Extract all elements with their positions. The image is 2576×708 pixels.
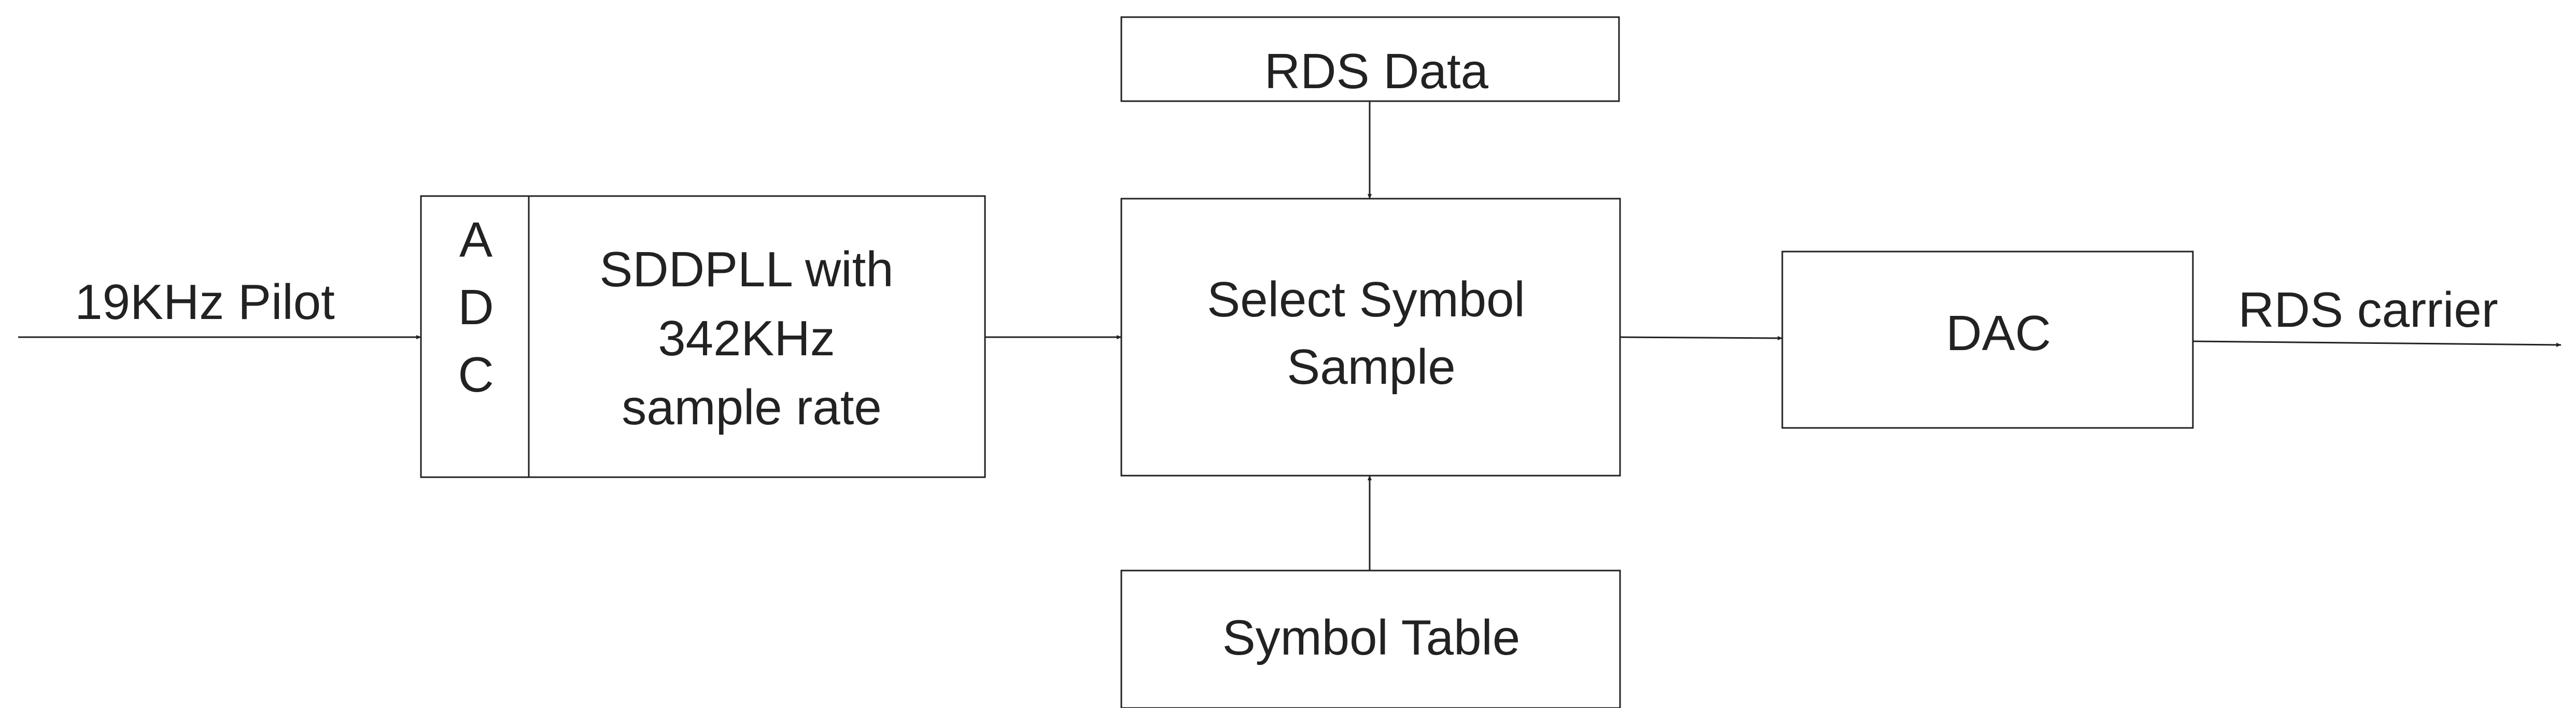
- adc-letter-a: A: [459, 212, 492, 268]
- sddpll-line-3: sample rate: [622, 380, 882, 435]
- adc-letter-d: D: [458, 280, 494, 335]
- output-label: RDS carrier: [2238, 282, 2498, 338]
- sddpll-line-2: 342KHz: [658, 311, 835, 366]
- adc-letter-c: C: [458, 347, 494, 402]
- select-symbol-block: [1120, 198, 1621, 477]
- rds-data-label: RDS Data: [1264, 44, 1489, 99]
- symbol-table-label: Symbol Table: [1222, 610, 1521, 665]
- arrow-dac-output: [2192, 340, 2561, 347]
- symbol-table-block: [1120, 570, 1621, 708]
- arrow-select-to-dac: [1620, 336, 1783, 340]
- dac-label: DAC: [1946, 306, 2051, 361]
- dac-block: [1781, 251, 2194, 429]
- adc-sddpll-block: [420, 195, 986, 478]
- rds-data-block: [1120, 16, 1620, 102]
- select-line-1: Select Symbol: [1207, 272, 1525, 327]
- input-label: 19KHz Pilot: [75, 274, 335, 330]
- sddpll-line-1: SDDPLL with: [599, 242, 893, 297]
- select-line-2: Sample: [1287, 339, 1456, 395]
